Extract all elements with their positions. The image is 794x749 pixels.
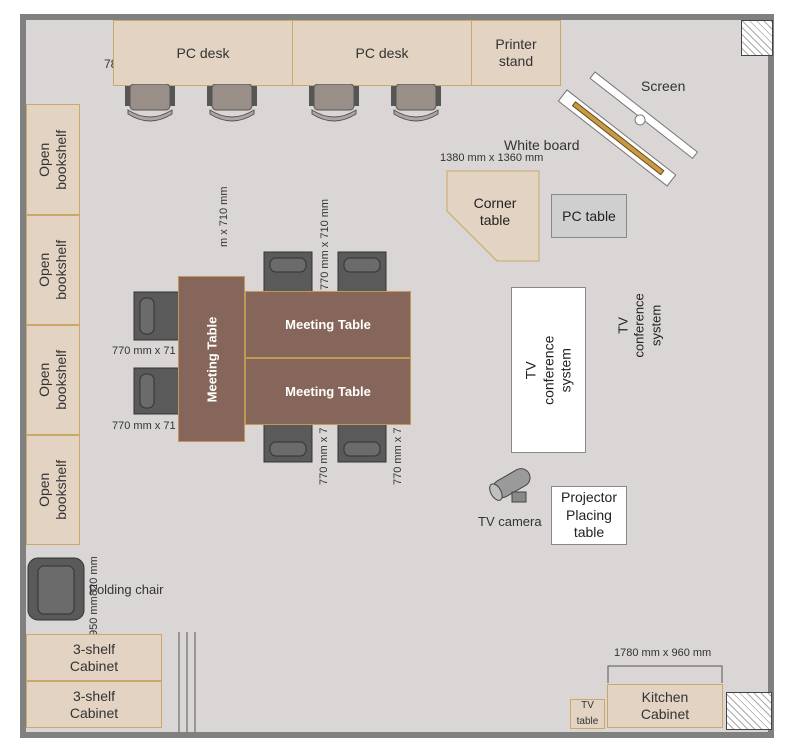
projector-placing-table: Projector Placing table	[551, 486, 627, 545]
kitchen-cabinet-dimension: 1780 mm x 960 mm	[614, 647, 712, 659]
pillar-bottom-right	[726, 692, 772, 730]
tv-table: TV table	[570, 699, 605, 729]
folding-chair-dimension-a: 820 mm	[88, 556, 100, 596]
meeting-table-bottom: Meeting Table	[245, 358, 411, 425]
tv-camera-icon	[489, 468, 531, 503]
meeting-chair-icon	[337, 251, 387, 297]
three-shelf-cabinet-1: 3-shelf Cabinet	[26, 634, 162, 681]
open-bookshelf-2: Open bookshelf	[26, 215, 80, 325]
office-chair-icon	[125, 84, 175, 122]
meeting-table-vertical: Meeting Table	[178, 276, 245, 442]
folding-chair-dimension-b: 950 mm	[88, 596, 100, 636]
pc-desk-2: PC desk	[292, 20, 472, 86]
meeting-chair-icon	[133, 367, 185, 415]
open-bookshelf-1: Open bookshelf	[26, 104, 80, 215]
open-bookshelf-4: Open bookshelf	[26, 435, 80, 545]
chair-dimension-left-1: 770 mm x 71	[112, 345, 176, 357]
chair-dimension-left-2: 770 mm x 71	[112, 420, 176, 432]
meeting-chair-icon	[133, 291, 185, 341]
screen-icon	[589, 71, 699, 160]
tv-conference-label: TV conference system	[615, 292, 664, 358]
three-shelf-cabinet-2: 3-shelf Cabinet	[26, 681, 162, 728]
meeting-chair-icon	[263, 417, 313, 463]
printer-stand: Printer stand	[471, 20, 561, 86]
open-bookshelf-3: Open bookshelf	[26, 325, 80, 435]
office-chair-icon	[309, 84, 359, 122]
corner-table-label: Corner table	[473, 195, 517, 228]
chair-dimension-bottom-2: 770 mm x 7	[392, 427, 404, 485]
screen-label: Screen	[641, 78, 686, 94]
folding-chair-icon	[27, 557, 85, 621]
tv-camera-label: TV camera	[478, 514, 542, 529]
office-chair-icon	[391, 84, 441, 122]
desk-chairs	[125, 84, 441, 122]
office-chair-icon	[207, 84, 257, 122]
folding-chair-label: Folding chair	[89, 582, 164, 597]
chair-dimension-top-2: 770 mm x 710 mm	[319, 198, 331, 290]
corner-table-dimension: 1380 mm x 1360 mm	[440, 152, 544, 164]
meeting-chair-icon	[263, 251, 313, 297]
pillar-top-right	[741, 20, 773, 56]
chair-dimension-bottom-1: 770 mm x 7	[318, 427, 330, 485]
meeting-chairs	[133, 251, 387, 463]
whiteboard-icon	[557, 89, 677, 187]
corner-table	[446, 170, 540, 262]
meeting-chair-icon	[337, 417, 387, 463]
pc-desk-1: PC desk	[113, 20, 293, 86]
kitchen-cabinet: Kitchen Cabinet	[607, 684, 723, 728]
tv-conference-system: TV conference system	[511, 287, 586, 453]
floor-lines	[178, 632, 196, 732]
white-board-label: White board	[504, 137, 580, 153]
meeting-table-top: Meeting Table	[245, 291, 411, 358]
screen-whiteboard	[557, 71, 699, 187]
pc-table: PC table	[551, 194, 627, 238]
kitchen-dimension-bracket	[607, 665, 723, 683]
chair-dimension-top-1: m x 710 mm	[218, 186, 230, 247]
